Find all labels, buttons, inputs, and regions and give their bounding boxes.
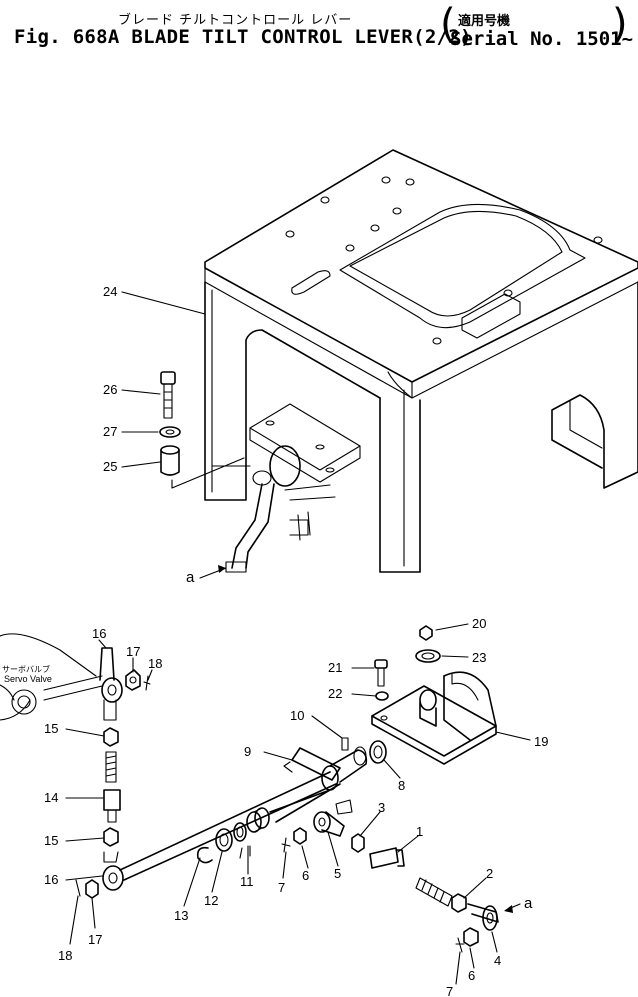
japanese-title: ブレード チルトコントロール レバー <box>118 13 353 28</box>
ref-a-upper: a <box>186 569 195 586</box>
servo-valve <box>0 633 103 721</box>
callout-3: 3 <box>378 800 385 815</box>
callout-23: 23 <box>472 650 486 665</box>
callout-20: 20 <box>472 616 486 631</box>
callout-4: 4 <box>494 953 501 968</box>
callout-13: 13 <box>174 908 188 923</box>
console-housing <box>204 149 638 573</box>
callout-17-upper: 17 <box>126 644 140 659</box>
right-paren: ) <box>612 1 628 47</box>
serial-japanese: 適用号機 <box>458 14 511 29</box>
callout-24: 24 <box>103 284 117 299</box>
washer-8 <box>369 740 387 764</box>
callout-7-upper: 7 <box>278 880 285 895</box>
callout-5: 5 <box>334 866 341 881</box>
left-paren: ( <box>440 1 456 47</box>
callout-17-lower: 17 <box>88 932 102 947</box>
upper-leaders <box>121 291 227 579</box>
turnbuckle-stack <box>75 727 337 899</box>
control-arm <box>269 737 368 823</box>
rod-end-assembly-lower <box>369 847 521 953</box>
pivot-bracket <box>371 625 497 765</box>
callout-18-lower: 18 <box>58 948 72 963</box>
ref-a-lower: a <box>524 895 533 912</box>
callout-2: 2 <box>486 866 493 881</box>
callout-14: 14 <box>44 790 58 805</box>
callout-18-upper: 18 <box>148 656 162 671</box>
callout-26: 26 <box>103 382 117 397</box>
callout-10: 10 <box>290 708 304 723</box>
callout-7-lower: 7 <box>446 984 453 997</box>
upper-lever-assembly <box>171 403 361 573</box>
callout-6-lower: 6 <box>468 968 475 983</box>
callout-27: 27 <box>103 424 117 439</box>
callout-22: 22 <box>328 686 342 701</box>
callout-21: 21 <box>328 660 342 675</box>
callout-19: 19 <box>534 734 548 749</box>
callout-numbers: 24 26 27 25 a 16 17 18 15 14 15 16 17 18… <box>2 284 548 997</box>
figure-title: Fig. 668A BLADE TILT CONTROL LEVER(2/2) <box>14 26 472 48</box>
servo-valve-jp-label: サーボバルブ <box>2 664 50 674</box>
callout-25: 25 <box>103 459 117 474</box>
callout-15-upper: 15 <box>44 721 58 736</box>
callout-11: 11 <box>240 874 254 889</box>
callout-16-upper: 16 <box>92 626 106 641</box>
bushings-and-rings <box>196 807 270 864</box>
callout-1: 1 <box>416 824 423 839</box>
serial-range: Serial No. 1501~ <box>450 28 634 50</box>
callout-8: 8 <box>398 778 405 793</box>
rod-end-upper <box>99 647 151 721</box>
callout-9: 9 <box>244 744 251 759</box>
bolt-washer-spacer <box>159 371 181 476</box>
callout-15-lower: 15 <box>44 833 58 848</box>
rod-end-assembly-right <box>281 811 365 853</box>
callout-12: 12 <box>204 893 218 908</box>
callout-16-lower: 16 <box>44 872 58 887</box>
servo-valve-label: Servo Valve <box>4 674 52 684</box>
callout-6-upper: 6 <box>302 868 309 883</box>
lower-leaders <box>65 623 531 985</box>
